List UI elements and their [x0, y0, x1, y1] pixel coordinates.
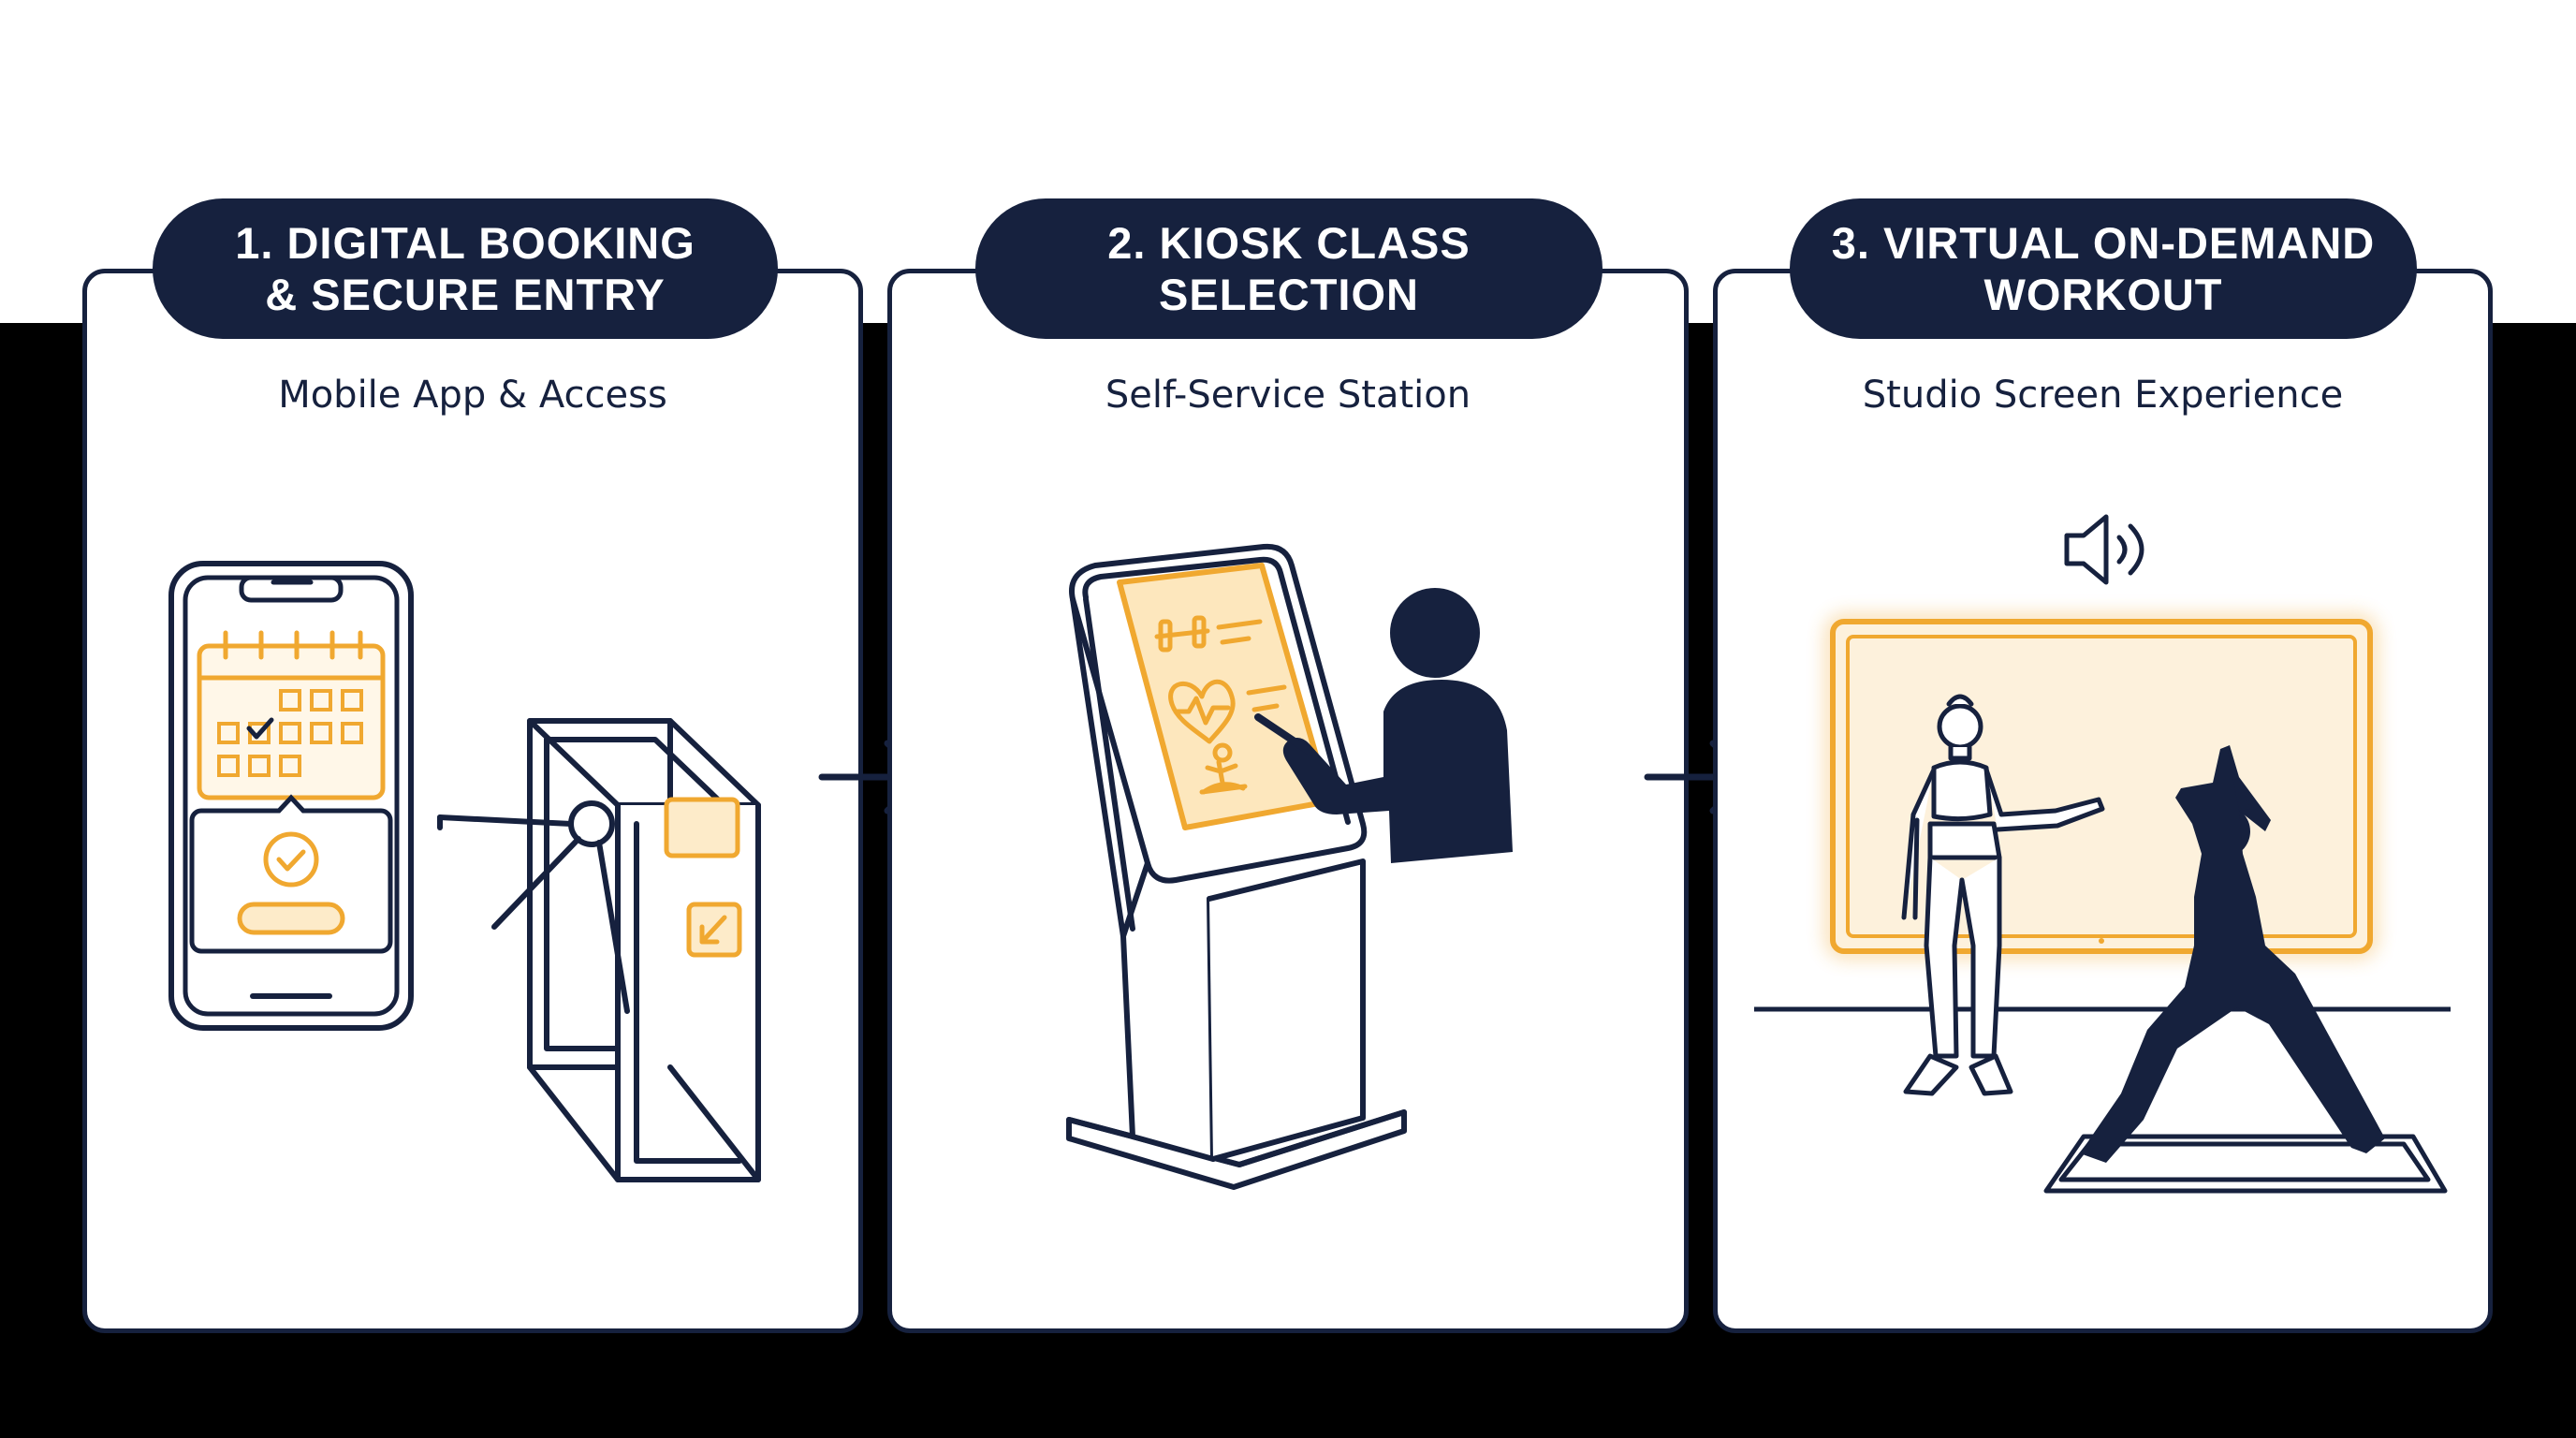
- speaker-icon: [2064, 514, 2144, 585]
- step-title-virtual: 3. VIRTUAL ON-DEMAND WORKOUT: [1831, 218, 2376, 319]
- person-icon: [1254, 588, 1513, 863]
- instructor-icon: [1901, 694, 2105, 1096]
- kiosk-illustration: [1066, 543, 1513, 1190]
- kiosk-screen: [1117, 563, 1332, 830]
- step-title-kiosk: 2. KIOSK CLASS SELECTION: [1107, 218, 1471, 319]
- step-title-badge-kiosk: 2. KIOSK CLASS SELECTION: [975, 198, 1603, 339]
- calendar-icon: [197, 630, 386, 800]
- yoga-mat-icon: [2043, 1134, 2448, 1194]
- booking-illustration: [168, 561, 761, 1182]
- dumbbell-icon: [1154, 615, 1263, 653]
- yoga-person-icon: [2080, 745, 2385, 1163]
- step-title-badge-virtual: 3. VIRTUAL ON-DEMAND WORKOUT: [1790, 198, 2417, 339]
- booking-confirmation-card: [189, 794, 393, 954]
- step-subtitle-virtual: Studio Screen Experience: [1862, 374, 2344, 417]
- meditation-icon: [1199, 742, 1248, 795]
- checkmark-icon: [263, 831, 319, 888]
- step-title-badge-booking: 1. DIGITAL BOOKING & SECURE ENTRY: [153, 198, 778, 339]
- turnstile-icon: [437, 718, 761, 1182]
- heart-rate-icon: [1168, 679, 1287, 744]
- card-reader-icon: [664, 797, 742, 958]
- step-subtitle-booking: Mobile App & Access: [278, 374, 667, 417]
- step-subtitle-kiosk: Self-Service Station: [1105, 374, 1471, 417]
- step-title-booking: 1. DIGITAL BOOKING & SECURE ENTRY: [235, 218, 695, 319]
- virtual-workout-illustration: [1754, 514, 2451, 1194]
